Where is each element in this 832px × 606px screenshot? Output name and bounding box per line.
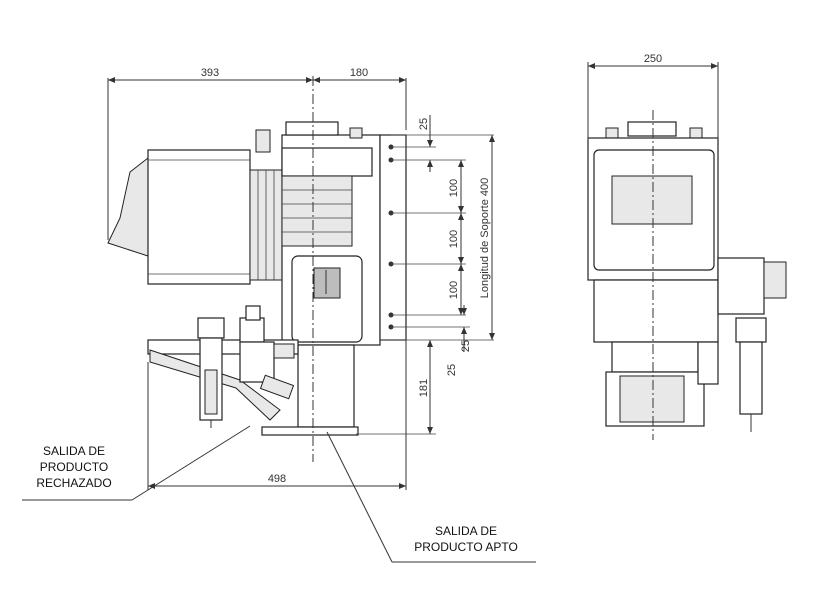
front-lower-body xyxy=(593,279,719,343)
rejected-label-line1: SALIDA DE xyxy=(43,444,105,458)
dim-support-length: Longitud de Soporte 400 xyxy=(479,178,491,299)
front-switch xyxy=(763,261,787,299)
front-filter xyxy=(739,341,763,415)
control-switch xyxy=(313,267,341,299)
solenoid-coil xyxy=(245,305,261,321)
dim-180: 180 xyxy=(350,67,368,79)
dim-100-b: 100 xyxy=(448,230,460,248)
dim-393: 393 xyxy=(201,67,219,79)
front-top-knob xyxy=(627,121,677,137)
cylinder-rod xyxy=(259,374,295,400)
front-valve xyxy=(697,341,719,385)
front-control-box xyxy=(717,257,765,315)
valve-top xyxy=(197,317,225,339)
dim-250: 250 xyxy=(644,53,662,65)
accepted-label-line1: SALIDA DE xyxy=(435,524,497,538)
front-display xyxy=(611,175,693,225)
head-fins xyxy=(281,175,353,247)
front-solenoid xyxy=(735,317,767,343)
dim-498: 498 xyxy=(268,473,286,485)
front-view-dimensions xyxy=(587,62,719,140)
dim-181: 181 xyxy=(418,379,430,397)
rejected-label-line2: PRODUCTO xyxy=(40,460,108,474)
accepted-label-line2: PRODUCTO APTO xyxy=(414,540,518,554)
filter-bowl xyxy=(204,369,218,415)
top-knob-base xyxy=(285,121,339,136)
side-view-dimensions xyxy=(107,77,495,490)
control-box xyxy=(291,255,363,343)
dim-100-a: 100 xyxy=(448,179,460,197)
outlet-flange xyxy=(261,426,359,436)
handle-left xyxy=(255,129,271,153)
handle-right xyxy=(349,127,363,139)
front-view xyxy=(587,110,787,440)
front-chute-opening xyxy=(619,375,685,423)
rejected-label-line3: RECHAZADO xyxy=(36,476,111,490)
dim-100-c: 100 xyxy=(448,281,460,299)
dim-top-25: 25 xyxy=(418,118,430,130)
motor-housing xyxy=(147,149,251,285)
solenoid-valve xyxy=(239,317,265,343)
lower-chute xyxy=(297,344,355,428)
rejected-leader xyxy=(131,425,251,501)
mounting-plate xyxy=(379,134,407,341)
cylinder-block xyxy=(239,341,275,383)
front-chute-top xyxy=(611,341,699,373)
motor-end-cap xyxy=(107,156,149,257)
dim-25-b: 25 xyxy=(460,340,472,352)
side-view xyxy=(107,76,407,462)
accepted-leader xyxy=(326,431,393,563)
callout-leaders xyxy=(22,425,536,563)
head-top-band xyxy=(281,147,373,177)
fitting xyxy=(273,343,295,359)
dim-25-c: 25 xyxy=(446,364,458,376)
